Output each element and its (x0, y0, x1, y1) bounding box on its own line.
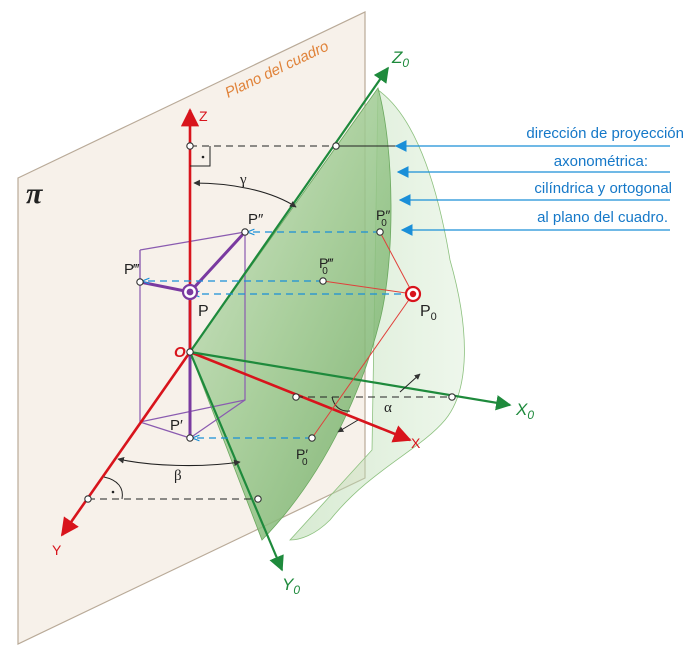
point-p0prime-label: P′0 (296, 446, 308, 468)
note-line-2: axonométrica: (554, 153, 648, 170)
arc-gamma (193, 179, 297, 208)
point-p0dbl-label: P″0 (376, 207, 390, 229)
angle-beta-label: β (174, 468, 182, 484)
axis-y0-label: Y0 (282, 575, 300, 597)
axis-z0-label: Z0 (391, 48, 409, 70)
axis-x (189, 350, 412, 443)
right-angle-y-dot (111, 490, 115, 494)
angle-gamma-label: γ (239, 172, 247, 188)
arc-beta (117, 457, 241, 467)
alpha-ray-top (399, 373, 421, 393)
axis-x0-label: X0 (515, 400, 534, 422)
note-line-3: cilíndrica y ortogonal (534, 180, 672, 197)
right-angle-z (190, 146, 211, 167)
axis-z-label: Z (199, 108, 208, 124)
green-surface-front (189, 87, 392, 541)
edge-p-pdbl (188, 230, 247, 294)
pi-label: π (26, 177, 43, 210)
point-p-center (186, 288, 194, 296)
point-p0-center (409, 290, 417, 298)
point-pdbl-label: P″ (248, 211, 264, 228)
right-angle-z-dot (201, 155, 205, 159)
alpha-ray-bot (337, 419, 359, 433)
point-p0-label: P0 (420, 303, 437, 323)
construction-points (84, 142, 456, 503)
construction-dashes (88, 145, 452, 500)
blue-projection-dashes (143, 232, 413, 438)
point-ptri-label: P‴ (124, 261, 140, 278)
p0-projection-lines (311, 231, 414, 439)
point-p0tri-label: P‴0 (319, 255, 333, 277)
angle-alpha-label: α (384, 400, 392, 416)
note-line-1: dirección de proyección (526, 125, 684, 142)
axis-y-label: Y (52, 542, 62, 558)
note-line-4: al plano del cuadro. (537, 209, 668, 226)
projection-direction-arrows (394, 140, 670, 236)
right-angle-x (331, 396, 351, 412)
point-p-label: P (198, 303, 209, 320)
axis-y (60, 351, 192, 537)
axis-x0 (189, 350, 512, 411)
origin-label: O (174, 344, 186, 361)
axis-z0 (189, 66, 389, 353)
right-angle-y (103, 476, 123, 500)
axis-x-label: X (411, 435, 421, 451)
point-pprime-label: P′ (170, 417, 183, 434)
